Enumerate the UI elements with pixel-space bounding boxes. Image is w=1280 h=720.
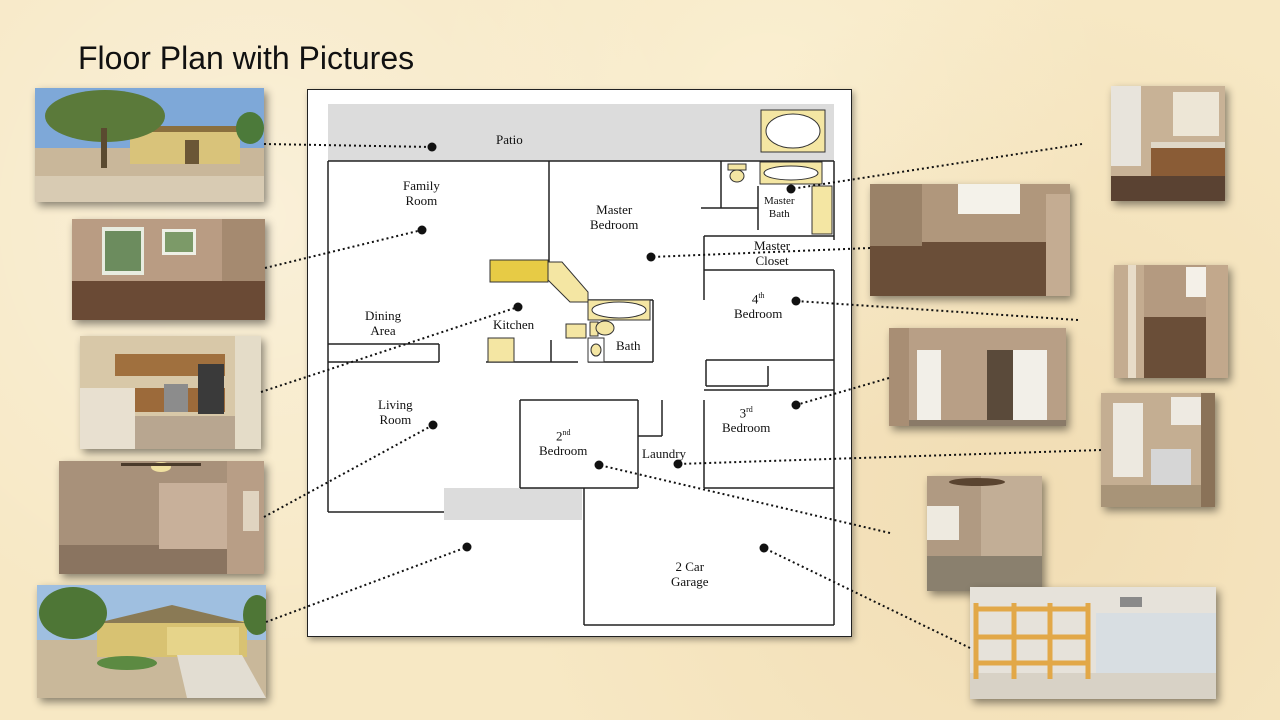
page-title: Floor Plan with Pictures: [78, 40, 415, 76]
room-label-bath: Bath: [616, 338, 641, 353]
floor-plan-drawing: [327, 104, 835, 626]
room-label-master-bath: Master Bath: [764, 195, 795, 220]
room-label-laundry: Laundry: [642, 446, 687, 461]
room-label-garage: 2 Car Garage: [671, 559, 709, 589]
front-exterior-photo: [37, 585, 266, 698]
garage-photo: [970, 587, 1216, 699]
room-label-dining-area: Dining Area: [365, 308, 402, 338]
family-room-photo: [72, 219, 265, 320]
master-bedroom-photo: [870, 184, 1070, 296]
living-room-photo: [59, 461, 264, 574]
kitchen-photo: [80, 336, 261, 449]
floor-plan: Patio Family Room Master Bedroom Master …: [307, 89, 852, 637]
laundry-photo: [1101, 393, 1215, 507]
room-label-master-closet: Master Closet: [754, 238, 791, 268]
room-label-living-room: Living Room: [378, 397, 413, 427]
room-label-patio: Patio: [496, 132, 523, 147]
third-bedroom-photo: [889, 328, 1066, 426]
second-bedroom-photo: [927, 476, 1042, 591]
room-label-master-bedroom: Master Bedroom: [590, 202, 639, 232]
patio-photo: [35, 88, 264, 202]
fourth-bedroom-photo: [1114, 265, 1228, 378]
room-label-family-room: Family Room: [403, 178, 440, 208]
master-bath-photo: [1111, 86, 1225, 201]
room-label-kitchen: Kitchen: [493, 317, 535, 332]
